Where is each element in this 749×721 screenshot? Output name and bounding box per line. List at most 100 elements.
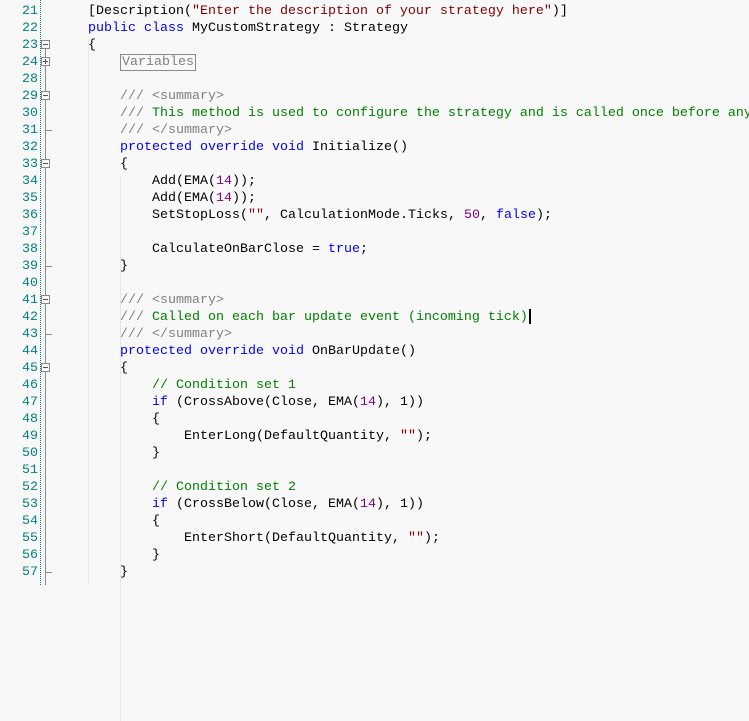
line-number: 22 bbox=[22, 21, 38, 36]
code-token: 14 bbox=[216, 174, 232, 189]
code-token: CalculateOnBarClose = bbox=[152, 242, 328, 257]
code-text: } bbox=[152, 445, 160, 462]
code-token: )] bbox=[551, 4, 568, 19]
code-line[interactable]: 23{ bbox=[0, 37, 749, 54]
code-line[interactable]: 33{ bbox=[0, 156, 749, 173]
code-token bbox=[264, 140, 272, 155]
line-number: 53 bbox=[22, 497, 38, 512]
code-token: ; bbox=[359, 242, 368, 257]
code-line[interactable]: 48{ bbox=[0, 411, 749, 428]
code-text: } bbox=[120, 564, 128, 581]
line-number: 55 bbox=[22, 531, 38, 546]
code-token: , CalculationMode.Ticks, bbox=[263, 208, 464, 223]
code-token: 14 bbox=[359, 395, 376, 410]
code-token: { bbox=[120, 361, 128, 376]
code-token bbox=[192, 344, 200, 359]
code-token: void bbox=[271, 344, 304, 359]
code-text: SetStopLoss("", CalculationMode.Ticks, 5… bbox=[152, 207, 552, 224]
code-token: protected bbox=[120, 344, 192, 359]
code-token: { bbox=[120, 157, 128, 172]
code-text: Variables bbox=[120, 54, 196, 71]
line-number: 32 bbox=[22, 140, 38, 155]
code-line[interactable]: 41/// <summary> bbox=[0, 292, 749, 309]
code-text: { bbox=[120, 360, 128, 377]
code-line[interactable]: 45{ bbox=[0, 360, 749, 377]
code-line[interactable]: 46 // Condition set 1 bbox=[0, 377, 749, 394]
code-token: Initialize() bbox=[303, 140, 408, 155]
fold-end-marker bbox=[46, 266, 52, 267]
code-line[interactable]: 54{ bbox=[0, 513, 749, 530]
code-token: Add(EMA( bbox=[152, 174, 216, 189]
code-line[interactable]: 28 bbox=[0, 71, 749, 88]
code-token: "" bbox=[399, 429, 416, 444]
code-line[interactable]: 50} bbox=[0, 445, 749, 462]
line-number: 21 bbox=[22, 4, 38, 19]
code-text: EnterShort(DefaultQuantity, ""); bbox=[184, 530, 440, 547]
code-line[interactable]: 31/// </summary> bbox=[0, 122, 749, 139]
code-line[interactable]: 57} bbox=[0, 564, 749, 581]
code-token: { bbox=[152, 514, 160, 529]
fold-end-marker bbox=[46, 334, 52, 335]
line-number: 38 bbox=[22, 242, 38, 257]
code-line[interactable]: 21 [Description("Enter the description of… bbox=[0, 3, 749, 20]
code-line[interactable]: 43/// </summary> bbox=[0, 326, 749, 343]
collapse-icon[interactable] bbox=[41, 40, 50, 49]
code-text: /// This method is used to configure the… bbox=[120, 105, 749, 122]
expand-icon[interactable] bbox=[41, 57, 50, 66]
code-token: /// <summary> bbox=[120, 89, 224, 104]
code-token: "" bbox=[407, 531, 424, 546]
line-number: 57 bbox=[22, 565, 38, 580]
line-number: 31 bbox=[22, 123, 38, 138]
code-token: /// <summary> bbox=[120, 293, 224, 308]
collapse-icon[interactable] bbox=[41, 159, 50, 168]
code-line[interactable]: 29/// <summary> bbox=[0, 88, 749, 105]
code-text: } bbox=[120, 258, 128, 275]
code-token: ); bbox=[423, 531, 440, 546]
collapse-icon[interactable] bbox=[41, 363, 50, 372]
code-line[interactable]: 39} bbox=[0, 258, 749, 275]
code-line[interactable]: 38 CalculateOnBarClose = true; bbox=[0, 241, 749, 258]
code-token: /// bbox=[120, 106, 152, 121]
code-token bbox=[264, 344, 272, 359]
code-editor[interactable]: 21 [Description("Enter the description of… bbox=[0, 3, 749, 581]
collapse-icon[interactable] bbox=[41, 91, 50, 100]
code-line[interactable]: 40 bbox=[0, 275, 749, 292]
code-token: OnBarUpdate() bbox=[303, 344, 416, 359]
code-line[interactable]: 52// Condition set 2 bbox=[0, 479, 749, 496]
code-line[interactable]: 42/// Called on each bar update event (i… bbox=[0, 309, 749, 326]
code-text: Add(EMA(14)); bbox=[152, 173, 256, 190]
code-line[interactable]: 55 EnterShort(DefaultQuantity, ""); bbox=[0, 530, 749, 547]
code-token: 14 bbox=[359, 497, 376, 512]
collapse-icon[interactable] bbox=[41, 295, 50, 304]
code-token: // Condition set 2 bbox=[152, 480, 296, 495]
code-token: EnterShort(DefaultQuantity, bbox=[184, 531, 408, 546]
code-line[interactable]: 51 bbox=[0, 462, 749, 479]
code-token bbox=[192, 140, 200, 155]
code-line[interactable]: 30 /// This method is used to configure t… bbox=[0, 105, 749, 122]
code-token: ); bbox=[535, 208, 552, 223]
line-number: 46 bbox=[22, 378, 38, 393]
code-text: if (CrossAbove(Close, EMA(14), 1)) bbox=[152, 394, 424, 411]
collapsed-region[interactable]: Variables bbox=[120, 54, 196, 71]
code-token: /// </summary> bbox=[120, 327, 232, 342]
code-line[interactable]: 37 bbox=[0, 224, 749, 241]
code-line[interactable]: 56} bbox=[0, 547, 749, 564]
code-token: } bbox=[152, 446, 160, 461]
line-number: 51 bbox=[22, 463, 38, 478]
code-token: // Condition set 1 bbox=[152, 378, 296, 393]
line-number: 50 bbox=[22, 446, 38, 461]
code-text: CalculateOnBarClose = true; bbox=[152, 241, 368, 258]
line-number: 30 bbox=[22, 106, 38, 121]
code-text: [Description("Enter the description of y… bbox=[88, 3, 568, 20]
code-text: { bbox=[88, 37, 96, 54]
